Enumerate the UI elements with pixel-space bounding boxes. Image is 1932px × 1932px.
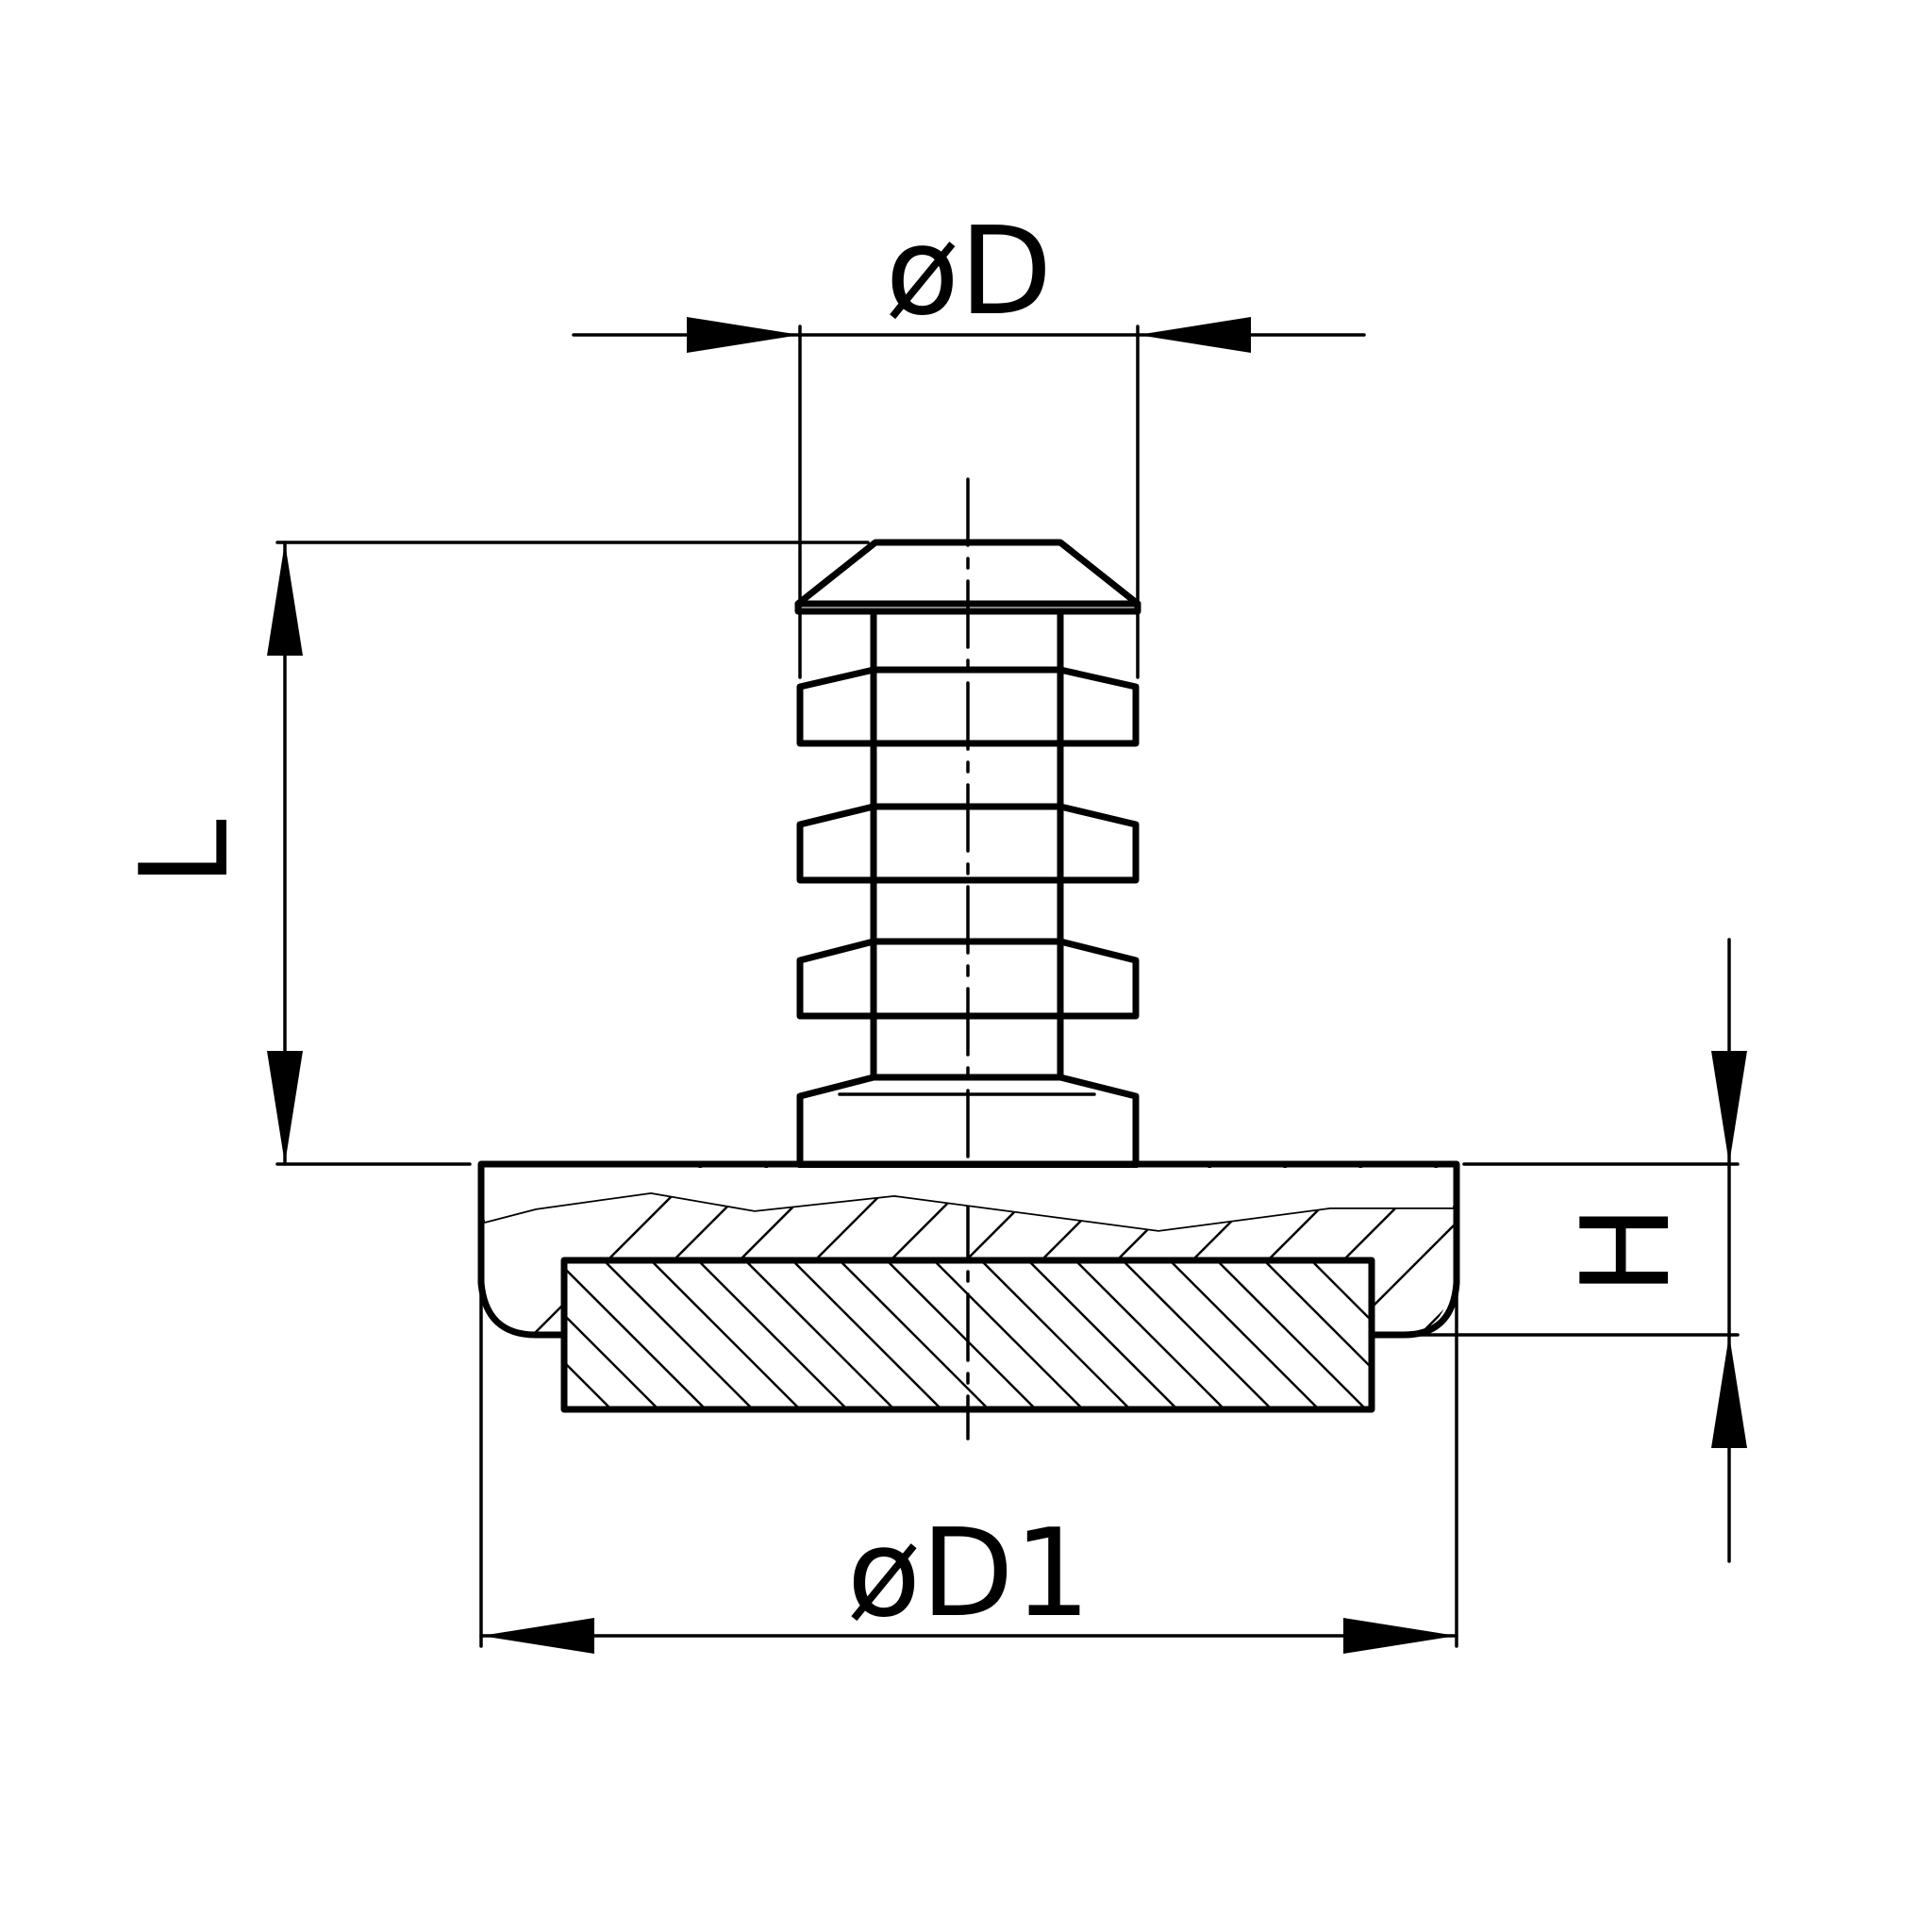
dimension-diameter-d1: øD1 <box>479 1291 1458 1654</box>
dimension-label-h: H <box>1557 1205 1697 1295</box>
dimension-height-h: H <box>1404 938 1747 1563</box>
threaded-stud <box>794 539 1141 1169</box>
dimension-label-d: øD <box>886 202 1053 342</box>
dimension-length-l: L <box>115 541 870 1166</box>
steel-insert <box>560 1257 1375 1413</box>
dimension-label-l: L <box>115 819 256 886</box>
dimension-label-d1: øD1 <box>847 1504 1091 1644</box>
dimension-diameter-d: øD <box>572 202 1366 679</box>
